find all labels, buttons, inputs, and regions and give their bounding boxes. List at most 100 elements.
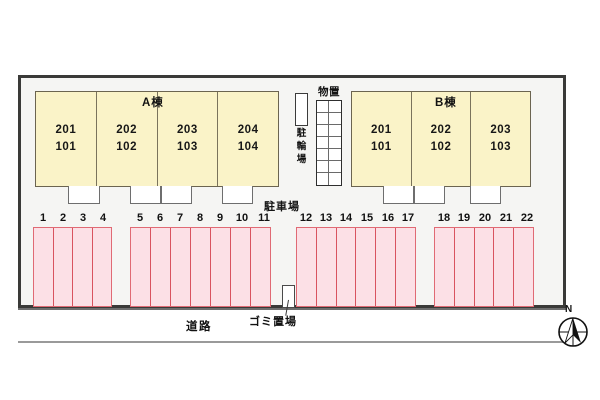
storage-cell bbox=[329, 113, 341, 125]
building-b-label: B棟 bbox=[435, 97, 457, 109]
unit-a-2: 202 102 bbox=[97, 92, 158, 186]
parking-stall-21[interactable] bbox=[494, 228, 515, 306]
parking-block-3 bbox=[296, 227, 416, 307]
storage-cell bbox=[317, 113, 329, 125]
balcony-a-3 bbox=[161, 186, 192, 204]
stall-number-8: 8 bbox=[196, 212, 204, 224]
stall-number-3: 3 bbox=[79, 212, 87, 224]
storage-cell bbox=[317, 161, 329, 173]
stall-number-19: 19 bbox=[457, 212, 471, 224]
unit-a-1: 201 101 bbox=[36, 92, 97, 186]
parking-stall-13[interactable] bbox=[317, 228, 337, 306]
parking-stall-17[interactable] bbox=[396, 228, 415, 306]
parking-stall-20[interactable] bbox=[475, 228, 495, 306]
trash-area-label: ゴミ置場 bbox=[249, 316, 297, 328]
balcony-b-3 bbox=[470, 186, 501, 204]
unit-b-3: 203 103 bbox=[471, 92, 530, 186]
unit-number-upper: 203 bbox=[490, 124, 512, 137]
parking-stall-9[interactable] bbox=[211, 228, 231, 306]
stall-number-18: 18 bbox=[437, 212, 451, 224]
building-a-label: A棟 bbox=[142, 97, 164, 109]
parking-stall-22[interactable] bbox=[514, 228, 533, 306]
storage-grid bbox=[316, 100, 342, 186]
road-label: 道路 bbox=[186, 321, 212, 333]
parking-stall-6[interactable] bbox=[151, 228, 171, 306]
storage-cell bbox=[329, 149, 341, 161]
parking-block-1 bbox=[33, 227, 112, 307]
storage-cell bbox=[317, 101, 329, 113]
parking-stall-1[interactable] bbox=[34, 228, 54, 306]
unit-number-lower: 103 bbox=[177, 140, 198, 153]
storage-area: 物置 bbox=[316, 84, 342, 186]
parking-stall-12[interactable] bbox=[297, 228, 317, 306]
parking-stall-4[interactable] bbox=[93, 228, 112, 306]
unit-number-lower: 104 bbox=[237, 140, 259, 153]
parking-stall-19[interactable] bbox=[455, 228, 475, 306]
stall-number-15: 15 bbox=[360, 212, 374, 224]
stall-number-11: 11 bbox=[258, 212, 270, 224]
bicycle-parking-box bbox=[295, 93, 308, 126]
parking-stall-3[interactable] bbox=[73, 228, 93, 306]
stall-number-9: 9 bbox=[216, 212, 224, 224]
unit-b-1: 201 101 bbox=[352, 92, 412, 186]
trash-area-box bbox=[282, 285, 295, 308]
balcony-a-1 bbox=[68, 186, 100, 204]
parking-stall-7[interactable] bbox=[171, 228, 191, 306]
stall-number-20: 20 bbox=[478, 212, 492, 224]
bicycle-parking-label-char-2: 輪 bbox=[296, 141, 307, 153]
storage-cell bbox=[317, 173, 329, 185]
road-edge-bottom bbox=[18, 341, 566, 343]
storage-cell bbox=[317, 137, 329, 149]
unit-number-upper: 203 bbox=[177, 124, 198, 137]
parking-stall-8[interactable] bbox=[191, 228, 211, 306]
stall-number-5: 5 bbox=[136, 212, 144, 224]
parking-block-2 bbox=[130, 227, 271, 307]
storage-cell bbox=[329, 101, 341, 113]
stall-number-1: 1 bbox=[39, 212, 47, 224]
unit-number-upper: 202 bbox=[430, 124, 452, 137]
stall-number-2: 2 bbox=[59, 212, 67, 224]
balcony-b-2 bbox=[414, 186, 445, 204]
stall-number-14: 14 bbox=[339, 212, 353, 224]
storage-cell bbox=[329, 173, 341, 185]
stall-number-16: 16 bbox=[381, 212, 395, 224]
balcony-a-4 bbox=[222, 186, 253, 204]
unit-number-lower: 103 bbox=[490, 140, 512, 153]
building-a: 201 101 202 102 203 103 204 104 bbox=[35, 91, 279, 187]
storage-cell bbox=[317, 149, 329, 161]
unit-number-lower: 102 bbox=[430, 140, 452, 153]
stall-number-6: 6 bbox=[156, 212, 164, 224]
compass-north-label: N bbox=[565, 304, 573, 315]
parking-block-4 bbox=[434, 227, 534, 307]
parking-lot-label: 駐車場 bbox=[264, 201, 300, 213]
parking-stall-2[interactable] bbox=[54, 228, 73, 306]
parking-stall-14[interactable] bbox=[337, 228, 357, 306]
storage-cell bbox=[329, 137, 341, 149]
compass-rose: N bbox=[556, 304, 590, 349]
storage-cell bbox=[317, 125, 329, 137]
parking-stall-15[interactable] bbox=[356, 228, 377, 306]
road-edge-top bbox=[18, 308, 566, 310]
storage-cell bbox=[329, 161, 341, 173]
bicycle-parking-area: 駐 輪 場 bbox=[295, 93, 309, 185]
unit-number-upper: 202 bbox=[116, 124, 137, 137]
stall-number-7: 7 bbox=[176, 212, 184, 224]
parking-stall-10[interactable] bbox=[231, 228, 251, 306]
parking-stall-11[interactable] bbox=[251, 228, 270, 306]
parking-stall-16[interactable] bbox=[376, 228, 397, 306]
parking-stall-18[interactable] bbox=[435, 228, 455, 306]
compass-needle-icon bbox=[558, 317, 588, 347]
stall-number-21: 21 bbox=[499, 212, 513, 224]
unit-number-upper: 201 bbox=[55, 124, 77, 137]
unit-b-2: 202 102 bbox=[412, 92, 472, 186]
unit-number-upper: 204 bbox=[237, 124, 259, 137]
bicycle-parking-label-char-1: 駐 bbox=[296, 128, 307, 139]
storage-label: 物置 bbox=[318, 86, 340, 98]
building-b: 201 101 202 102 203 103 bbox=[351, 91, 531, 187]
parking-stall-5[interactable] bbox=[131, 228, 151, 306]
balcony-b-1 bbox=[383, 186, 414, 204]
stall-number-12: 12 bbox=[299, 212, 313, 224]
unit-number-lower: 101 bbox=[370, 140, 392, 153]
unit-number-lower: 102 bbox=[116, 140, 137, 153]
bicycle-parking-label-char-3: 場 bbox=[296, 154, 307, 166]
